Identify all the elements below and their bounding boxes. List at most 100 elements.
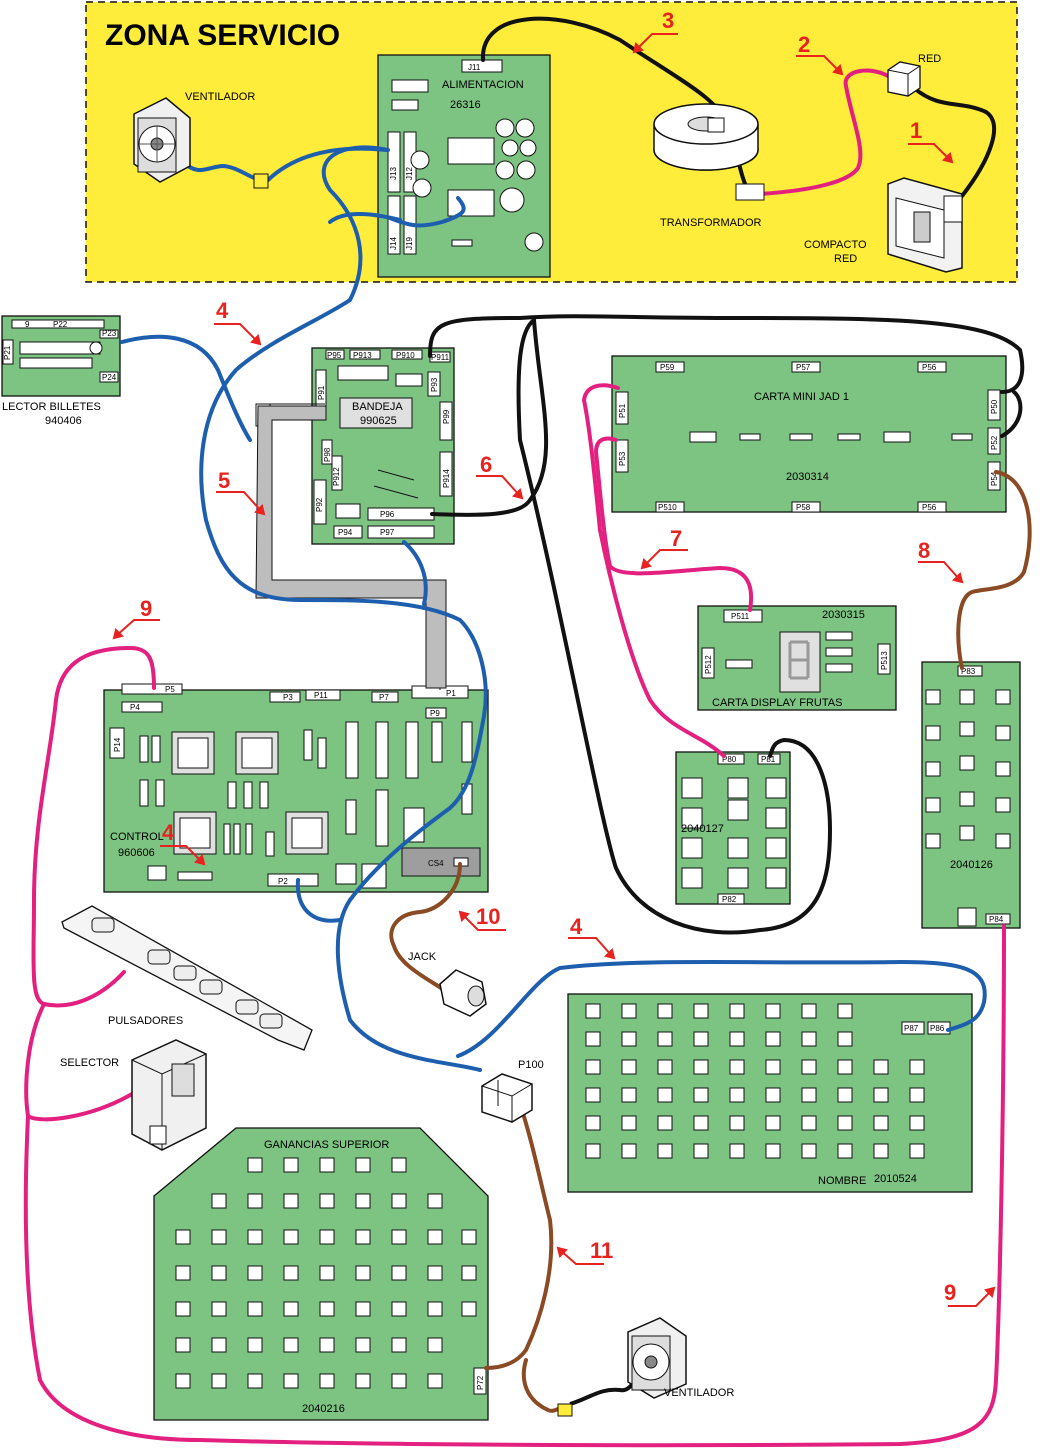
ganancias-code: 2040216	[302, 1403, 345, 1415]
lamp-pad	[657, 1059, 673, 1075]
bill-reader-label: LECTOR BILLETES	[2, 401, 101, 413]
port-p82: P82	[722, 895, 737, 904]
port-p911: P911	[431, 353, 450, 362]
board-2040127-code: 2040127	[681, 823, 724, 835]
lamp-pad	[247, 1193, 263, 1209]
marker-1: 1	[910, 118, 922, 143]
lamp-pad	[319, 1193, 335, 1209]
lamp-pad	[657, 1087, 673, 1103]
control-code: 960606	[118, 847, 155, 859]
port-p93: P93	[430, 377, 439, 392]
service-zone	[85, 1, 1018, 283]
lamp-pad	[729, 1003, 745, 1019]
lamp-pad	[319, 1265, 335, 1281]
lamp-pad	[211, 1265, 227, 1281]
marker-11: 11	[590, 1238, 613, 1263]
selector-label: SELECTOR	[60, 1057, 119, 1069]
lamp-pad	[621, 1087, 637, 1103]
board-2040127: P80 P81 2040127 P82	[675, 751, 791, 905]
lamp-pad	[211, 1229, 227, 1245]
lamp-pad	[765, 1059, 781, 1075]
lamp-pad	[873, 1143, 889, 1159]
ganancias-pads	[175, 1157, 477, 1389]
transformer	[653, 103, 765, 201]
blue-cables	[120, 145, 987, 1072]
lamp-pad	[283, 1337, 299, 1353]
lamp-pad	[319, 1373, 335, 1389]
lamp-pad	[355, 1157, 371, 1173]
lamp-pad	[837, 1003, 853, 1019]
port-j13: J13	[389, 167, 398, 180]
marker-4-top: 4	[216, 298, 229, 323]
lamp-pad	[427, 1193, 443, 1209]
port-p97: P97	[380, 528, 395, 537]
red-connector	[887, 61, 921, 97]
markers	[112, 33, 996, 1307]
pink-cables	[23, 68, 1006, 1448]
port-p96: P96	[380, 510, 395, 519]
port-p57: P57	[796, 363, 811, 372]
lamp-pad	[801, 1087, 817, 1103]
port-p910: P910	[396, 351, 415, 360]
port-p14: P14	[113, 737, 122, 752]
port-j14: J14	[389, 237, 398, 250]
lamp-pad	[461, 1265, 477, 1281]
board-2040126: P83 2040126 P84	[921, 661, 1021, 929]
lamp-pad	[355, 1337, 371, 1353]
lamp-pad	[211, 1301, 227, 1317]
fan-bottom-label: VENTILADOR	[664, 1387, 734, 1399]
cs4-label: CS4	[428, 859, 444, 868]
compacto-red	[887, 177, 963, 273]
bandeja-board: P95 P913 P910 P911 P91 P93 P99 BANDEJA 9…	[311, 347, 455, 545]
lamp-pad	[837, 1115, 853, 1131]
lamp-pad	[391, 1265, 407, 1281]
lamp-pad	[837, 1031, 853, 1047]
port-p11: P11	[314, 691, 328, 700]
lamp-pad	[585, 1059, 601, 1075]
lamp-pad	[657, 1003, 673, 1019]
port-p83: P83	[961, 667, 976, 676]
service-zone-title: ZONA SERVICIO	[105, 19, 340, 52]
lamp-pad	[693, 1031, 709, 1047]
fan-top-connector	[253, 173, 269, 189]
port-p52: P52	[990, 435, 999, 450]
marker-10: 10	[476, 904, 500, 929]
jack	[439, 969, 487, 1017]
port-p51: P51	[618, 403, 627, 418]
marker-9-left: 9	[140, 596, 152, 621]
carta-mini-label: CARTA MINI JAD 1	[754, 391, 849, 403]
lamp-pad	[247, 1229, 263, 1245]
port-p56-bottom: P56	[922, 503, 937, 512]
port-p7: P7	[379, 693, 389, 702]
lamp-pad	[461, 1229, 477, 1245]
lamp-pad	[585, 1003, 601, 1019]
marker-5: 5	[218, 468, 230, 493]
compacto-label-1: COMPACTO	[804, 239, 867, 251]
lamp-pad	[319, 1301, 335, 1317]
fan-bottom	[627, 1317, 687, 1399]
display-code: 2030315	[822, 609, 865, 621]
carta-mini-board: P59 P57 P56 P51 P53 P50 P52 P54 CARTA MI…	[611, 355, 1007, 513]
port-p24: P24	[102, 373, 117, 382]
lamp-pad	[693, 1003, 709, 1019]
lamp-pad	[175, 1265, 191, 1281]
display-label: CARTA DISPLAY FRUTAS	[712, 697, 842, 709]
ganancias-label: GANANCIAS SUPERIOR	[264, 1139, 389, 1151]
lamp-pad	[355, 1301, 371, 1317]
port-p98: P98	[323, 447, 332, 462]
port-p53: P53	[618, 451, 627, 466]
lamp-pad	[585, 1031, 601, 1047]
port-j11: J11	[468, 63, 481, 72]
lamp-pad	[837, 1087, 853, 1103]
port-p54: P54	[990, 471, 999, 486]
marker-7: 7	[670, 526, 682, 551]
lamp-pad	[283, 1229, 299, 1245]
lamp-pad	[391, 1373, 407, 1389]
power-supply-label: ALIMENTACION	[442, 79, 524, 91]
lamp-pad	[909, 1115, 925, 1131]
lamp-pad	[801, 1031, 817, 1047]
lamp-pad	[621, 1059, 637, 1075]
board-2040127-pads	[681, 777, 787, 889]
lamp-pad	[801, 1115, 817, 1131]
